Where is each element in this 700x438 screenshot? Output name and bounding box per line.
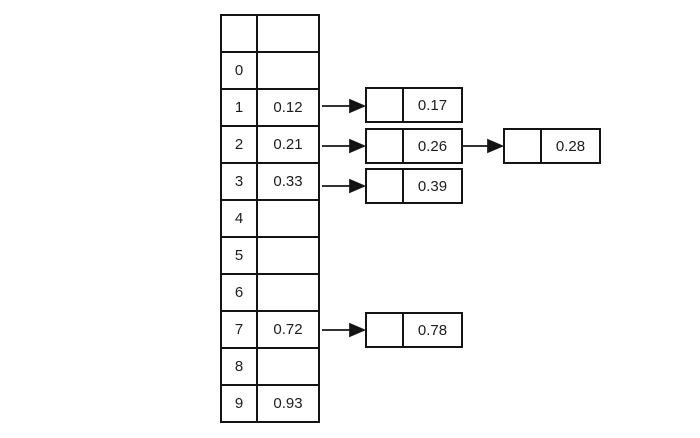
- bucket-value-cell: [258, 349, 318, 384]
- node-pointer-cell: [367, 170, 404, 202]
- arrowhead-icon: [349, 98, 367, 114]
- list-node-028: 0.28: [503, 128, 601, 164]
- node-pointer-cell: [367, 89, 404, 121]
- table-row-header: [222, 16, 318, 53]
- node-value-cell: 0.39: [417, 177, 448, 195]
- bucket-index-cell: 2: [222, 127, 258, 162]
- bucket-index-cell: 4: [222, 201, 258, 236]
- bucket-value-cell: [258, 238, 318, 273]
- bucket-index-cell: 3: [222, 164, 258, 199]
- list-node-017: 0.17: [365, 87, 463, 123]
- table-row-bucket-9: 9 0.93: [222, 386, 318, 421]
- bucket-index-cell: 6: [222, 275, 258, 310]
- bucket-value-cell: [258, 53, 318, 88]
- bucket-index-cell: 1: [222, 90, 258, 125]
- bucket-value-cell: 0.93: [258, 386, 318, 421]
- table-row-bucket-2: 2 0.21: [222, 127, 318, 164]
- bucket-value-cell: 0.72: [258, 312, 318, 347]
- node-value-cell: 0.28: [555, 137, 586, 155]
- list-node-026: 0.26: [365, 128, 463, 164]
- bucket-value-cell: 0.12: [258, 90, 318, 125]
- bucket-index-cell: 5: [222, 238, 258, 273]
- arrowhead-icon: [487, 138, 505, 154]
- node-pointer-cell: [367, 314, 404, 346]
- table-row-bucket-5: 5: [222, 238, 318, 275]
- table-row-bucket-1: 1 0.12: [222, 90, 318, 127]
- bucket-value-cell: [258, 201, 318, 236]
- bucket-value-cell: [258, 16, 318, 51]
- node-pointer-cell: [505, 130, 542, 162]
- node-value-cell: 0.26: [417, 137, 448, 155]
- node-value-cell: 0.17: [417, 96, 448, 114]
- node-pointer-cell: [367, 130, 404, 162]
- list-node-039: 0.39: [365, 168, 463, 204]
- bucket-value-cell: [258, 275, 318, 310]
- hash-table: 0 1 0.12 2 0.21 3 0.33 4 5 6 7 0.72: [220, 14, 320, 423]
- table-row-bucket-3: 3 0.33: [222, 164, 318, 201]
- arrowhead-icon: [349, 322, 367, 338]
- bucket-index-cell: 0: [222, 53, 258, 88]
- bucket-index-cell: 8: [222, 349, 258, 384]
- bucket-value-cell: 0.33: [258, 164, 318, 199]
- bucket-index-cell: 9: [222, 386, 258, 421]
- arrowhead-icon: [349, 138, 367, 154]
- list-node-078: 0.78: [365, 312, 463, 348]
- table-row-bucket-4: 4: [222, 201, 318, 238]
- bucket-value-cell: 0.21: [258, 127, 318, 162]
- node-value-cell: 0.78: [417, 321, 448, 339]
- bucket-index-cell: [222, 16, 258, 51]
- bucket-index-cell: 7: [222, 312, 258, 347]
- table-row-bucket-7: 7 0.72: [222, 312, 318, 349]
- table-row-bucket-6: 6: [222, 275, 318, 312]
- arrowhead-icon: [349, 178, 367, 194]
- table-row-bucket-0: 0: [222, 53, 318, 90]
- table-row-bucket-8: 8: [222, 349, 318, 386]
